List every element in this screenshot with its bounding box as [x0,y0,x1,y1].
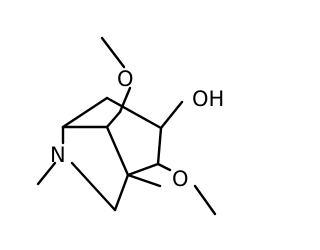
chemical-structure-diagram: O OH N O [36,36,224,216]
bond-lower-mid [113,173,130,212]
bond-lines [36,36,217,216]
bond-lower-bridge [126,173,162,188]
atom-label-n: N [50,143,66,167]
bond-n-methyl [36,161,57,186]
bond-methyl-o-top [100,36,126,69]
bond-o-bottom-methyl [193,184,217,216]
bond-right-down [156,126,163,166]
atom-label-oh: OH [192,87,224,111]
bond-right-bottom [126,162,160,177]
bond-mid-vertical [105,125,130,177]
atom-label-o-bottom: O [172,167,189,191]
bond-c-o-bottom [156,162,172,172]
bond-n-lower [70,161,117,212]
bond-c-oh [159,100,184,130]
bond-bridge-upper-2 [105,96,163,130]
atom-labels: O OH N O [50,67,224,191]
bond-o-top-c [118,86,132,114]
bond-mid-o-top [105,110,122,129]
bond-bridge-upper-1 [61,96,109,129]
atom-label-o-top: O [117,67,134,91]
